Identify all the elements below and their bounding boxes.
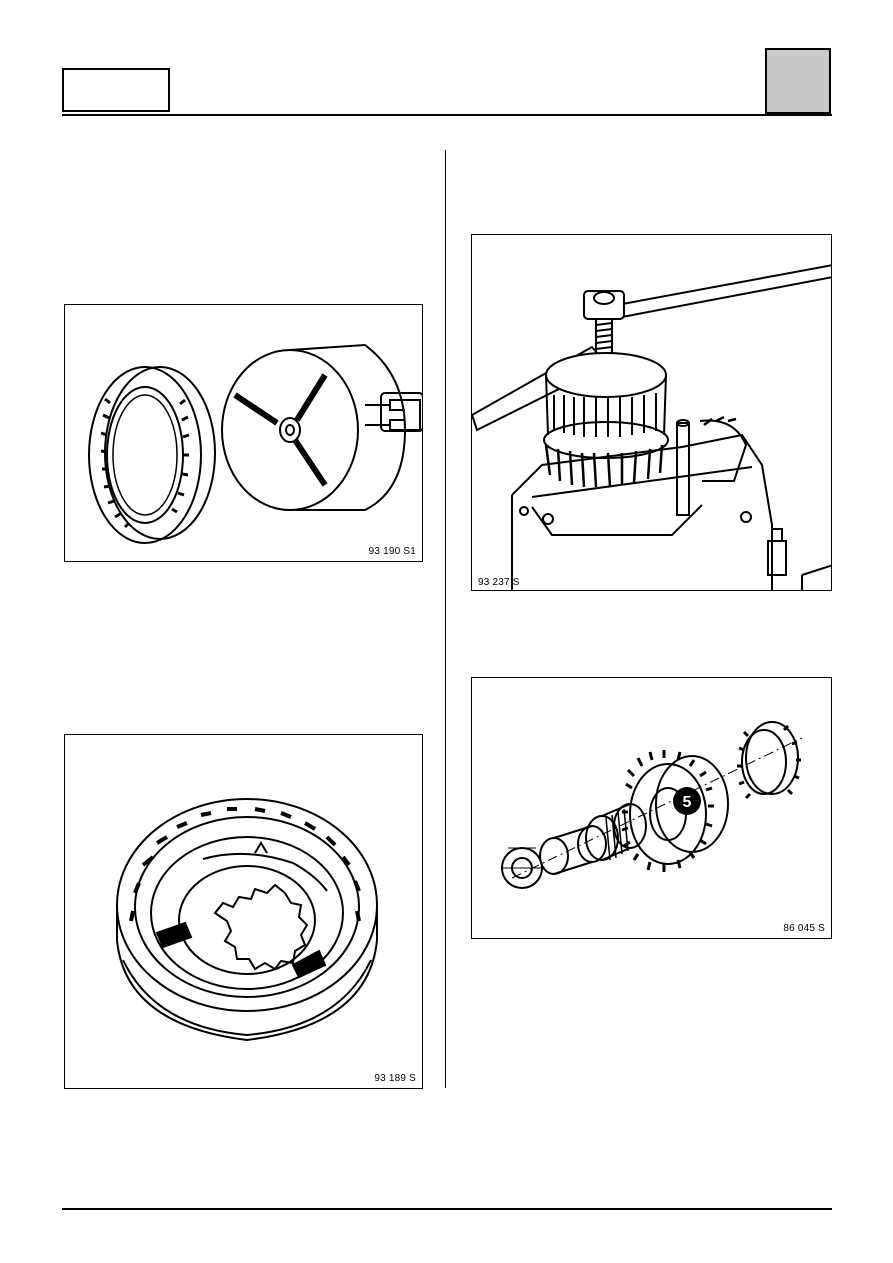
figure-caption: 93 237 S	[478, 577, 520, 588]
synchro-hub-puller-illustration	[88, 343, 422, 544]
figure-synchro-assembly: 93 189 S	[64, 734, 423, 1089]
figure-caption: 86 045 S	[783, 923, 825, 934]
figure-exploded-gear: 5 86 045 S	[471, 677, 832, 939]
synchro-assembly-illustration	[116, 798, 378, 1042]
chapter-tab	[765, 48, 831, 114]
header-rule	[62, 114, 832, 116]
figure-gearbox-puller: 93 237 S	[471, 234, 832, 591]
gearbox-puller-illustration	[472, 264, 831, 590]
callout-label: 5	[683, 794, 692, 811]
exploded-gear-illustration: 5	[501, 721, 803, 889]
footer-rule	[62, 1208, 832, 1210]
figure-caption: 93 189 S	[374, 1073, 416, 1084]
section-code-box	[62, 68, 170, 112]
callout-circle	[673, 787, 701, 815]
figure-caption: 93 190 S1	[368, 546, 416, 557]
figure-synchro-hub-puller: 93 190 S1	[64, 304, 423, 562]
column-divider	[445, 150, 446, 1088]
